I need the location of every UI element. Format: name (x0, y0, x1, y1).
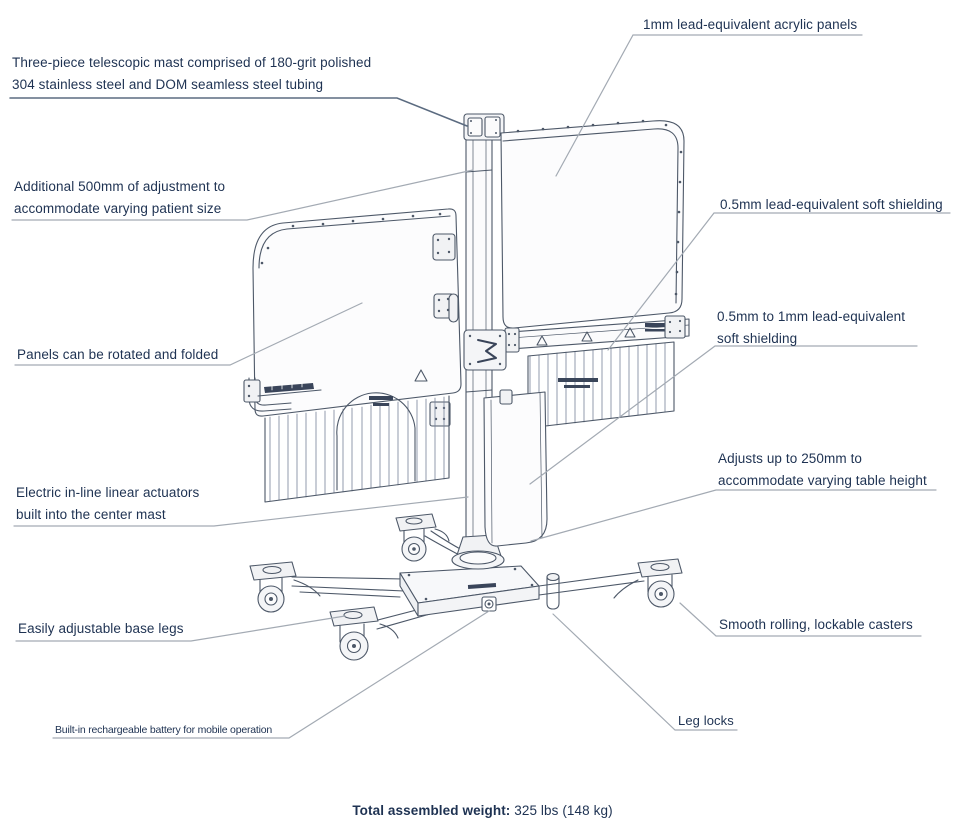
warning-icon (536, 335, 548, 346)
label-line: Additional 500mm of adjustment to (14, 179, 226, 194)
leg-lock-pin (546, 572, 560, 582)
table-drape (483, 389, 548, 547)
fringe-arch (336, 392, 416, 491)
label-500mm-adjustment: Additional 500mm of adjustment to accomm… (14, 176, 225, 220)
brake-lever (293, 579, 321, 597)
caster-right (613, 558, 683, 608)
label-casters: Smooth rolling, lockable casters (719, 617, 913, 632)
leader-casters (679, 602, 922, 637)
mast-handle (448, 293, 459, 323)
leader-battery (52, 610, 490, 739)
left-acrylic-panel (243, 208, 462, 417)
soft-shielding-strips-left (264, 392, 450, 503)
leader-actuators (13, 496, 469, 527)
warning-icon (624, 327, 636, 338)
label-line: Electric in-line linear actuators (16, 485, 200, 500)
soft-shielding-strips-right (527, 341, 675, 429)
leader-soft-shielding-05 (607, 212, 951, 351)
leader-base-legs (15, 615, 346, 642)
label-table-height: Adjusts up to 250mm to accommodate varyi… (718, 448, 927, 492)
handle-grip (264, 383, 314, 393)
label-acrylic-panels: 1mm lead-equivalent acrylic panels (643, 17, 858, 32)
leader-table-height (530, 489, 937, 542)
caster-left (249, 561, 321, 613)
label-battery: Built-in rechargeable battery for mobile… (55, 724, 273, 736)
label-line: built into the center mast (16, 507, 166, 522)
label-line: soft shielding (717, 331, 798, 346)
leader-acrylic-panels (555, 34, 863, 177)
brake-lever (613, 579, 639, 599)
brake-lever (379, 623, 399, 639)
caster-upper-left (395, 513, 450, 562)
label-soft-shielding-05: 0.5mm lead-equivalent soft shielding (720, 197, 943, 212)
right-acrylic-panel (500, 119, 685, 329)
total-weight-label: Total assembled weight: (352, 803, 511, 818)
base-leg-right (538, 571, 645, 610)
panel-rivets (260, 212, 442, 265)
label-actuators: Electric in-line linear actuators built … (16, 482, 199, 526)
warning-icon (414, 369, 428, 382)
shielding-rail (468, 315, 690, 353)
label-line: 304 stainless steel and DOM seamless ste… (12, 77, 324, 92)
base-platform (291, 530, 645, 630)
leader-500mm (11, 169, 474, 221)
brake-lever (434, 528, 450, 542)
mast-clamp (463, 329, 507, 371)
label-line: Adjusts up to 250mm to (718, 451, 863, 466)
label-line: accommodate varying table height (718, 473, 927, 488)
leader-leg-locks (552, 613, 738, 731)
leader-panels-rotate (14, 302, 363, 366)
label-leg-locks: Leg locks (678, 713, 734, 728)
caster-lower-left (329, 606, 399, 661)
label-line: accommodate varying patient size (14, 201, 222, 216)
label-line: 0.5mm to 1mm lead-equivalent (717, 309, 906, 324)
label-soft-shielding-05-1: 0.5mm to 1mm lead-equivalent soft shield… (717, 306, 905, 350)
leader-lines (9, 34, 951, 739)
leader-telescopic-mast (9, 97, 468, 127)
label-base-legs: Easily adjustable base legs (18, 621, 184, 636)
label-panels-rotate: Panels can be rotated and folded (17, 347, 219, 362)
total-weight-value: 325 lbs (148 kg) (510, 803, 613, 818)
label-line: Three-piece telescopic mast comprised of… (12, 55, 372, 70)
label-telescopic-mast: Three-piece telescopic mast comprised of… (12, 52, 371, 96)
leader-soft-shielding-05-1 (529, 345, 918, 485)
total-weight: Total assembled weight: 325 lbs (148 kg) (0, 803, 965, 818)
warning-icon (581, 331, 593, 342)
